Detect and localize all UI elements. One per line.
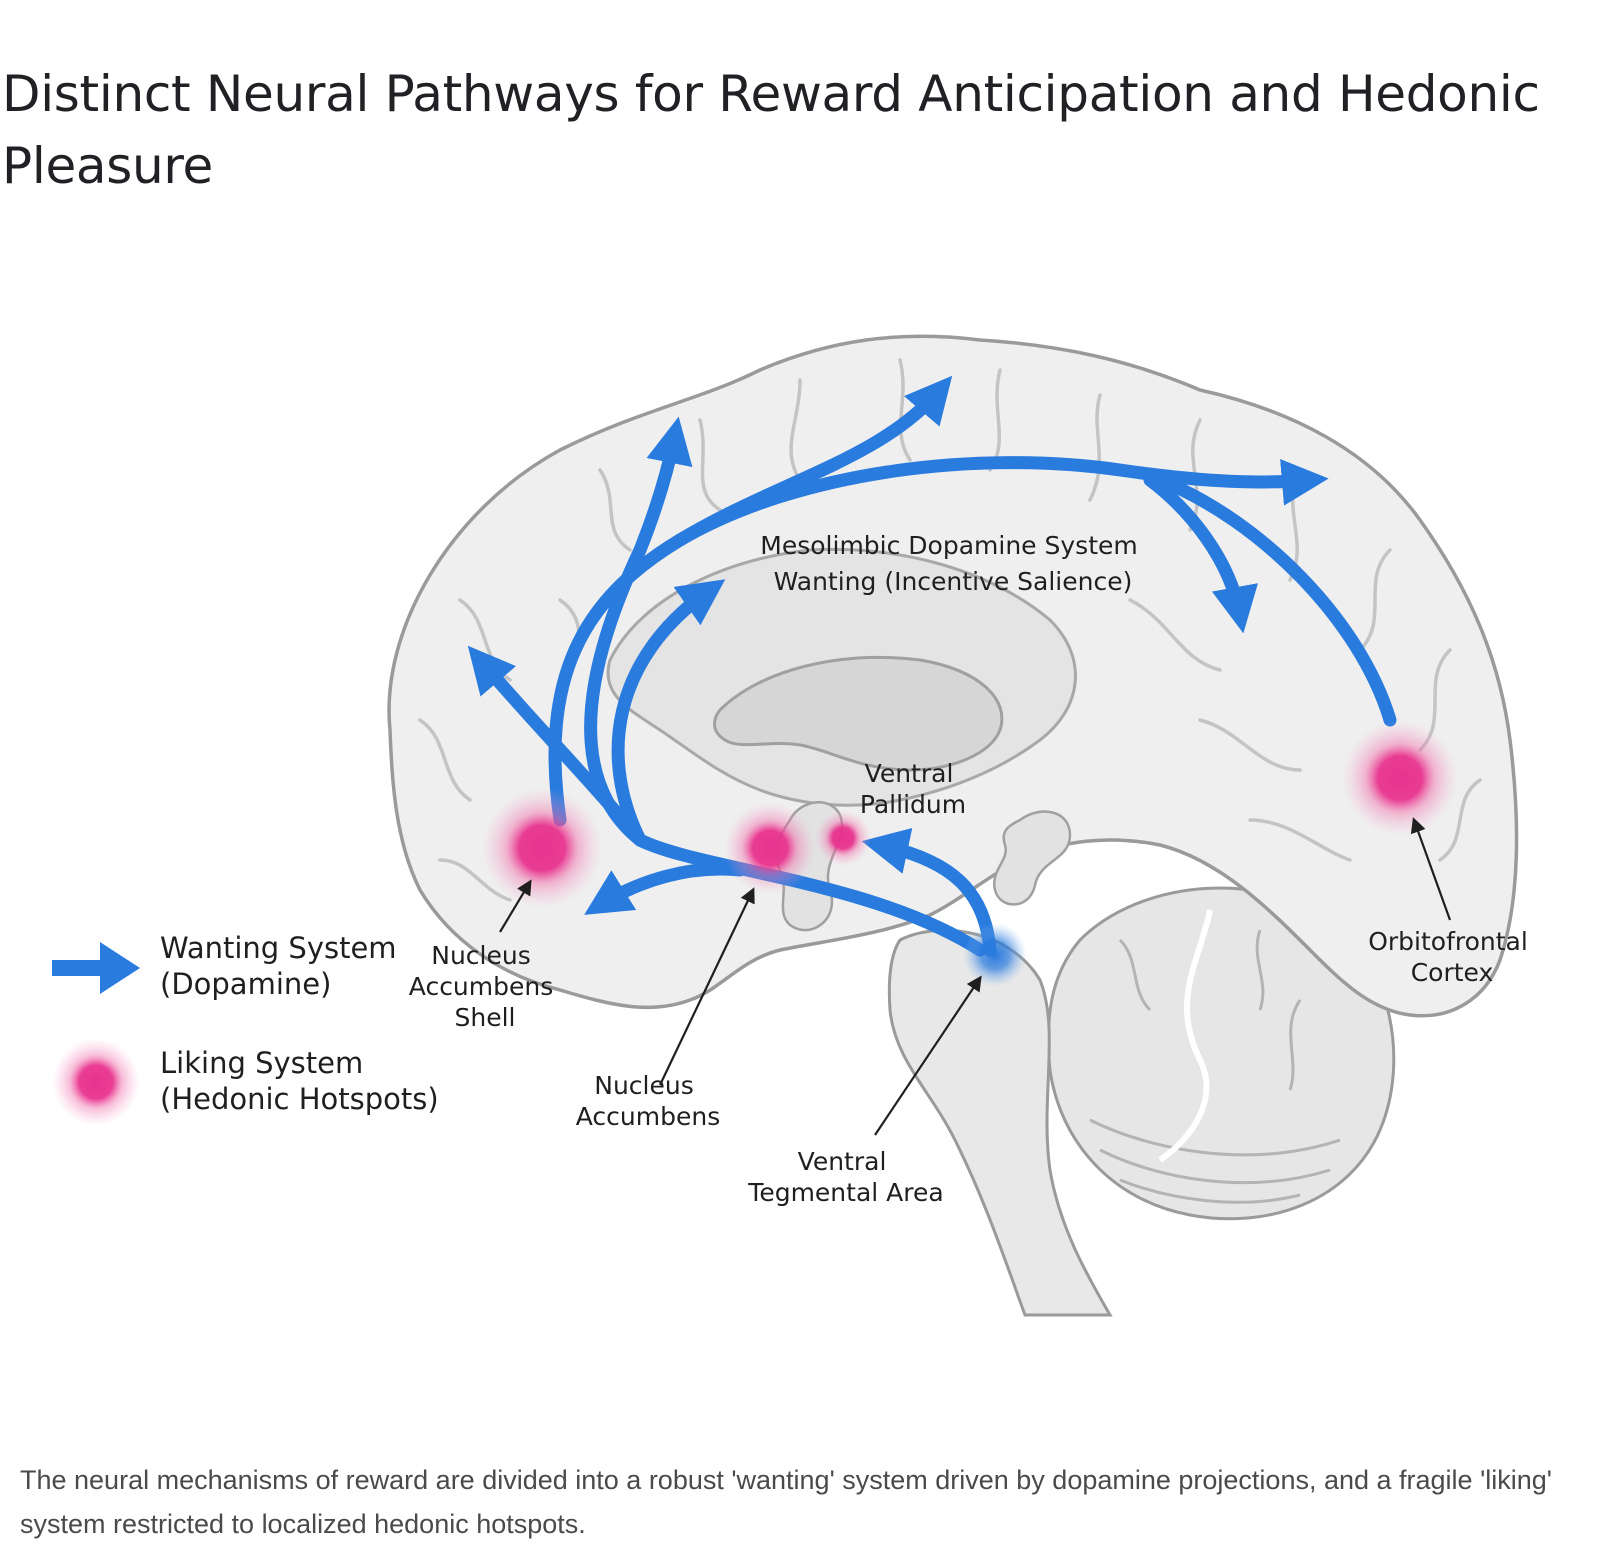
- arrow-to-orbitofrontal: [1153, 473, 1397, 727]
- label-ventral-pallidum: Ventral Pallidum: [860, 759, 966, 819]
- pointer-orbitofrontal: [1410, 817, 1452, 921]
- brain-svg: Mesolimbic Dopamine System Wanting (Ince…: [52, 334, 1536, 1317]
- page-title: Distinct Neural Pathways for Reward Anti…: [2, 65, 1540, 195]
- legend-liking-label: Liking System (Hedonic Hotspots): [160, 1046, 439, 1116]
- legend: Wanting System (Dopamine) Liking System …: [52, 931, 439, 1126]
- label-nucleus-accumbens: Nucleus Accumbens: [576, 1071, 720, 1131]
- label-pointers: [499, 817, 1452, 1136]
- arrow-down-to-parietal: [1143, 473, 1258, 634]
- arrow-to-cingulate: [611, 579, 726, 847]
- legend-wanting-arrow-icon: [52, 942, 140, 994]
- hotspot-orbitofrontal: [1342, 720, 1458, 836]
- wanting-arrows: [467, 375, 1397, 957]
- label-system: Mesolimbic Dopamine System Wanting (Ince…: [760, 531, 1145, 596]
- figure-caption: The neural mechanisms of reward are divi…: [20, 1465, 1552, 1539]
- pointer-nucleus-accumbens: [659, 887, 755, 1086]
- pointer-vta: [874, 975, 982, 1136]
- vta-source: [963, 923, 1027, 987]
- label-vta: Ventral Tegmental Area: [747, 1147, 943, 1207]
- cerebrum: [387, 334, 1519, 1018]
- label-nacc-shell: Nucleus Accumbens Shell: [409, 941, 561, 1032]
- brainstem: [887, 928, 1113, 1317]
- label-orbitofrontal: Orbitofrontal Cortex: [1368, 927, 1536, 987]
- pointer-nacc-shell: [499, 879, 532, 933]
- cerebellum: [1046, 886, 1396, 1221]
- legend-liking-hotspot-icon: [52, 1038, 140, 1126]
- legend-wanting-label: Wanting System (Dopamine): [160, 931, 406, 1001]
- hotspot-ventral-pallidum: [815, 810, 871, 866]
- arrow-to-nacc-shell: [584, 862, 747, 915]
- liking-hotspots: [482, 720, 1458, 908]
- arrow-to-prefrontal: [467, 645, 647, 847]
- hotspot-nacc-shell: [482, 788, 602, 908]
- brain-diagram: Mesolimbic Dopamine System Wanting (Ince…: [0, 300, 1600, 1380]
- hotspot-nucleus-accumbens: [724, 802, 816, 894]
- arrow-to-parietal: [673, 456, 1329, 547]
